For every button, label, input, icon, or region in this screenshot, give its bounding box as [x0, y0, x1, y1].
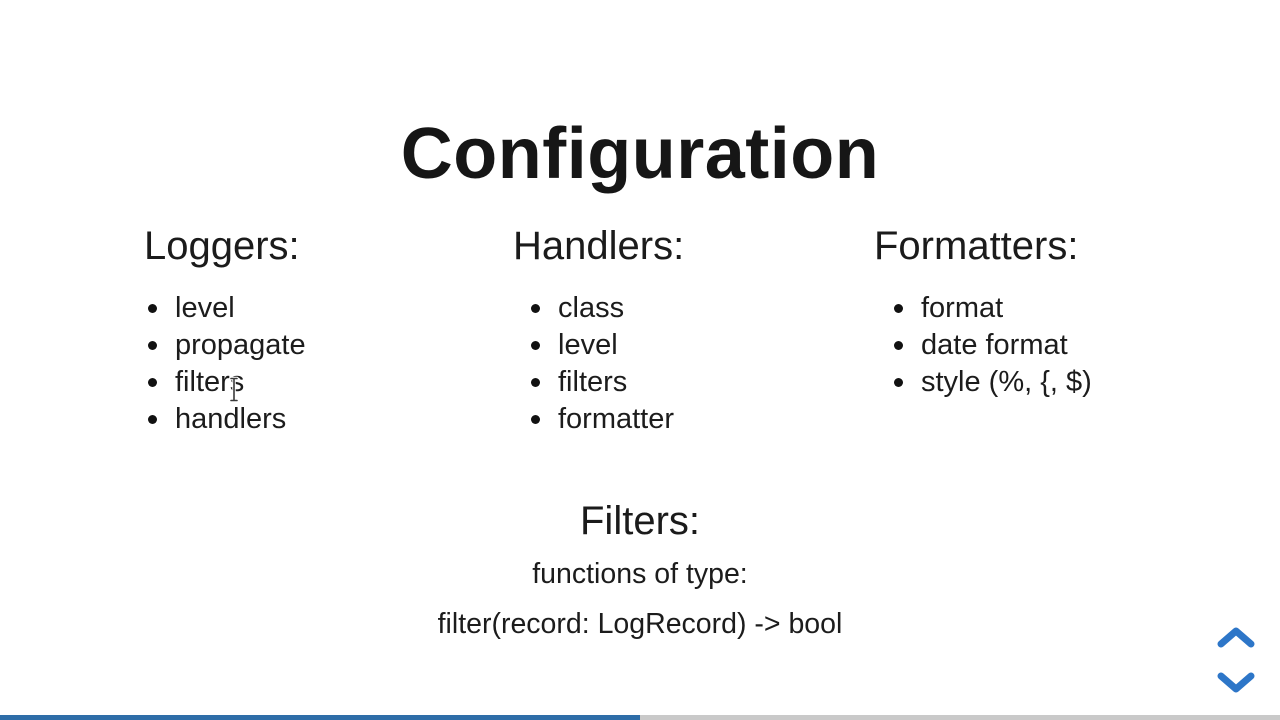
progress-fill: [0, 715, 640, 720]
list-item: handlers: [144, 401, 509, 438]
list-item: style (%, {, $): [890, 364, 1239, 401]
list-item: level: [144, 290, 509, 327]
list-item: propagate: [144, 327, 509, 364]
text-ibeam-cursor: [228, 376, 240, 408]
slide-nav-down-button[interactable]: [1216, 671, 1256, 695]
loggers-heading: Loggers:: [144, 224, 300, 268]
handlers-list: class level filters formatter: [527, 290, 878, 438]
list-item: formatter: [527, 401, 878, 438]
loggers-list: level propagate filters handlers: [144, 290, 509, 438]
list-item: format: [890, 290, 1239, 327]
list-item: date format: [890, 327, 1239, 364]
handlers-heading: Handlers:: [513, 224, 685, 268]
list-item: class: [527, 290, 878, 327]
slide-title: Configuration: [400, 114, 880, 195]
chevron-up-icon: [1216, 625, 1256, 649]
slide-progress-bar: [0, 715, 1280, 720]
formatters-column: Formatters: format date format style (%,…: [874, 224, 1239, 401]
list-item: level: [527, 327, 878, 364]
filters-section: Filters: functions of type: filter(recor…: [0, 499, 1280, 643]
formatters-heading: Formatters:: [874, 224, 1079, 268]
loggers-column: Loggers: level propagate filters handler…: [144, 224, 509, 438]
list-item: filters: [527, 364, 878, 401]
filters-line: filter(record: LogRecord) -> bool: [437, 608, 843, 640]
slide-nav-up-button[interactable]: [1216, 625, 1256, 649]
filters-line: functions of type:: [532, 558, 748, 590]
list-item: filters: [144, 364, 509, 401]
formatters-list: format date format style (%, {, $): [890, 290, 1239, 401]
handlers-column: Handlers: class level filters formatter: [513, 224, 878, 438]
chevron-down-icon: [1216, 671, 1256, 695]
filters-heading: Filters:: [580, 499, 700, 543]
